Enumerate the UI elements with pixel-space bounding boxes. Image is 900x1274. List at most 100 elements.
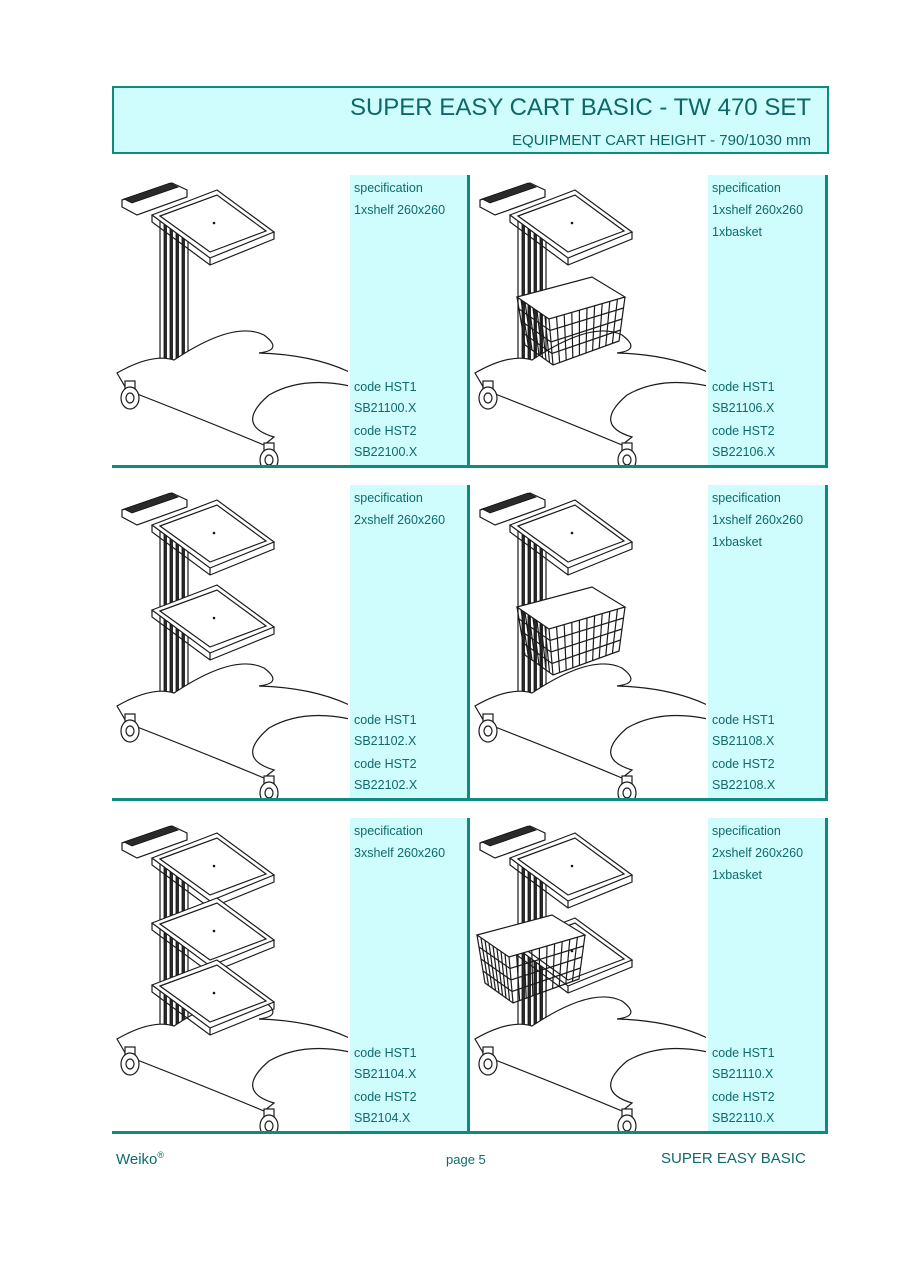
panel-border-right xyxy=(467,818,470,1131)
cart-drawing xyxy=(116,825,372,1138)
panel-border-bottom xyxy=(470,798,828,801)
panel-border-right xyxy=(825,175,828,465)
shelf-tray xyxy=(150,499,276,576)
castor-wheel xyxy=(259,775,279,805)
castor-wheel xyxy=(478,1046,498,1076)
shelf-tray xyxy=(508,189,634,266)
spec-line: 1xbasket xyxy=(712,535,763,549)
spec-label: specification xyxy=(354,824,423,838)
page-header: SUPER EASY CART BASIC - TW 470 SET EQUIP… xyxy=(112,86,829,154)
castor-wheel xyxy=(259,442,279,472)
cart-base xyxy=(474,663,724,779)
cart-illustration xyxy=(470,485,730,805)
cart-svg xyxy=(116,182,372,472)
shelf-tray xyxy=(508,832,634,909)
spec-box: specification 1xshelf 260x260 1xbasket code… xyxy=(708,175,825,465)
castor-wheel xyxy=(120,713,140,743)
spec-line: 1xbasket xyxy=(712,225,763,239)
footer-brand: Weiko® xyxy=(116,1150,164,1168)
cart-drawing xyxy=(474,182,730,472)
code-label: code HST1 xyxy=(712,713,775,727)
shelf-tray xyxy=(150,959,276,1036)
spec-line: 1xshelf 260x260 xyxy=(712,513,804,527)
panel-border-bottom xyxy=(112,798,470,801)
spec-line: 1xbasket xyxy=(712,868,763,882)
cart-illustration xyxy=(112,818,372,1138)
code-label: code HST1 xyxy=(712,1046,775,1060)
panel-border-right xyxy=(467,175,470,465)
page-number: page 5 xyxy=(446,1152,486,1167)
code-value: SB21110.X xyxy=(712,1067,774,1081)
cart-base xyxy=(116,663,366,779)
shelf-tray xyxy=(150,189,276,266)
cart-base xyxy=(116,330,366,446)
cart-illustration xyxy=(470,818,730,1138)
cart-base xyxy=(474,330,724,446)
code-label: code HST2 xyxy=(712,757,775,771)
product-panel: specification 1xshelf 260x260 1xbasket code… xyxy=(470,175,828,472)
code-label: code HST1 xyxy=(712,380,775,394)
cart-illustration xyxy=(112,175,372,472)
castor-wheel xyxy=(617,1108,637,1138)
panel-border-right xyxy=(825,818,828,1131)
handle-icon xyxy=(121,182,188,216)
code-label: code HST2 xyxy=(354,424,417,438)
handle-icon xyxy=(479,492,546,526)
castor-wheel xyxy=(120,1046,140,1076)
spec-line: 1xshelf 260x260 xyxy=(354,203,446,217)
cart-svg xyxy=(474,492,730,805)
brand-name: Weiko xyxy=(116,1151,158,1168)
panel-border-bottom xyxy=(112,465,470,468)
panel-border-bottom xyxy=(470,465,828,468)
panel-border-right xyxy=(825,485,828,798)
code-value: SB21100.X xyxy=(354,401,417,415)
code-value: SB22106.X xyxy=(712,445,776,459)
code-value: SB21104.X xyxy=(354,1067,417,1081)
registered-mark: ® xyxy=(157,1150,165,1160)
panel-border-bottom xyxy=(112,1131,470,1134)
code-value: SB2104.X xyxy=(354,1111,411,1125)
cart-drawing xyxy=(474,825,730,1138)
spec-label: specification xyxy=(712,181,781,195)
cart-svg xyxy=(116,825,372,1138)
cart-svg xyxy=(116,492,372,805)
cart-svg xyxy=(474,825,730,1138)
spec-label: specification xyxy=(354,491,423,505)
code-label: code HST2 xyxy=(712,1090,775,1104)
code-value: SB22110.X xyxy=(712,1111,775,1125)
cart-drawing xyxy=(474,492,730,805)
spec-line: 3xshelf 260x260 xyxy=(354,846,446,860)
code-label: code HST2 xyxy=(354,1090,417,1104)
code-label: code HST1 xyxy=(354,380,417,394)
castor-wheel xyxy=(120,380,140,410)
spec-line: 2xshelf 260x260 xyxy=(712,846,804,860)
cart-svg xyxy=(474,182,730,472)
shelf-tray xyxy=(508,499,634,576)
code-value: SB22100.X xyxy=(354,445,418,459)
handle-icon xyxy=(479,182,546,216)
code-label: code HST2 xyxy=(354,757,417,771)
handle-icon xyxy=(121,825,188,859)
page-title: SUPER EASY CART BASIC - TW 470 SET xyxy=(349,94,811,121)
handle-icon xyxy=(479,825,546,859)
handle-icon xyxy=(121,492,188,526)
wire-basket xyxy=(475,914,587,1004)
code-value: SB22108.X xyxy=(712,778,776,792)
cart-illustration xyxy=(112,485,372,805)
code-value: SB21102.X xyxy=(354,734,417,748)
cart-illustration xyxy=(470,175,730,472)
cart-drawing xyxy=(116,492,372,805)
castor-wheel xyxy=(617,442,637,472)
spec-line: 2xshelf 260x260 xyxy=(354,513,446,527)
castor-wheel xyxy=(478,713,498,743)
spec-line: 1xshelf 260x260 xyxy=(712,203,804,217)
castor-wheel xyxy=(259,1108,279,1138)
page-subtitle: EQUIPMENT CART HEIGHT - 790/1030 mm xyxy=(512,132,811,149)
code-value: SB21108.X xyxy=(712,734,775,748)
